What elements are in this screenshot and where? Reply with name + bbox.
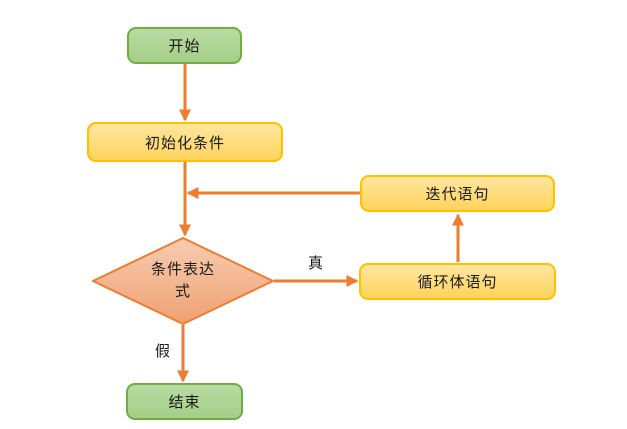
node-init-label: 初始化条件 bbox=[144, 134, 225, 152]
node-end: 结束 bbox=[126, 383, 243, 420]
node-init: 初始化条件 bbox=[87, 122, 283, 162]
edge-label-true: 真 bbox=[308, 255, 324, 272]
edge-label-false: 假 bbox=[155, 343, 171, 360]
node-end-label: 结束 bbox=[168, 394, 201, 411]
node-iteration: 迭代语句 bbox=[360, 175, 555, 212]
node-condition-label: 条件表达式 bbox=[150, 261, 215, 300]
condition-diamond-shape bbox=[92, 237, 274, 325]
node-iteration-label: 迭代语句 bbox=[425, 186, 490, 203]
node-loop-body: 循环体语句 bbox=[359, 263, 556, 300]
node-start-label: 开始 bbox=[168, 38, 201, 55]
node-start: 开始 bbox=[127, 27, 242, 64]
node-loop-body-label: 循环体语句 bbox=[417, 274, 498, 291]
